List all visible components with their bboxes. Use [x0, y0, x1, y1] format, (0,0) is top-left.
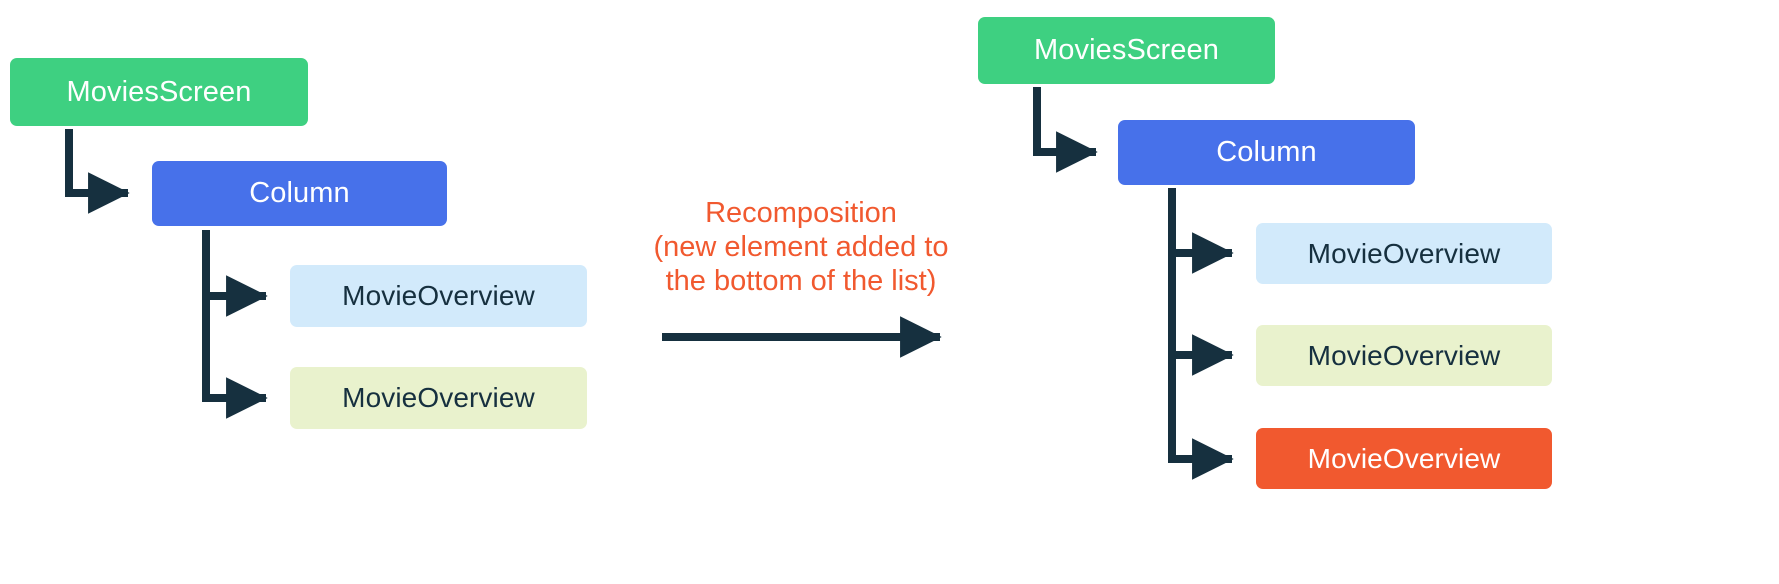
transition-caption-line-1: Recomposition: [705, 197, 897, 229]
after-node-movie-overview-2[interactable]: MovieOverview: [1256, 325, 1552, 386]
after-node-movie-overview-1[interactable]: MovieOverview: [1256, 223, 1552, 284]
transition-caption-line-3: the bottom of the list): [665, 265, 937, 298]
before-node-movie-overview-1-label: MovieOverview: [342, 280, 535, 311]
before-node-movie-overview-1[interactable]: MovieOverview: [290, 265, 587, 327]
connector-left-screen-to-column: [65, 129, 130, 214]
after-node-movies-screen-label: MoviesScreen: [1034, 34, 1219, 66]
connector-left-column-to-overview-1: [202, 230, 268, 317]
connector-left-column-trunk: [202, 296, 268, 419]
connector-right-column-to-overview-3: [1168, 355, 1234, 480]
after-node-movie-overview-3-label: MovieOverview: [1307, 442, 1501, 474]
after-node-movies-screen[interactable]: MoviesScreen: [978, 17, 1275, 84]
transition-caption: Recomposition (new element added to the …: [620, 196, 982, 299]
after-node-movie-overview-3[interactable]: MovieOverview: [1256, 428, 1552, 489]
connector-right-screen-to-column: [1033, 87, 1098, 173]
before-node-column-label: Column: [249, 177, 350, 209]
connector-right-column-to-overview-1: [1168, 188, 1234, 274]
before-node-movies-screen-label: MoviesScreen: [66, 75, 252, 108]
after-node-column-label: Column: [1216, 136, 1317, 168]
before-node-movie-overview-2-label: MovieOverview: [342, 382, 535, 413]
before-node-column[interactable]: Column: [152, 161, 447, 226]
connector-right-column-to-overview-2: [1168, 253, 1234, 376]
transition-caption-line-2: (new element added to: [653, 231, 949, 264]
before-node-movies-screen[interactable]: MoviesScreen: [10, 58, 308, 126]
after-node-movie-overview-2-label: MovieOverview: [1307, 339, 1501, 371]
before-node-movie-overview-2[interactable]: MovieOverview: [290, 367, 587, 429]
after-node-column[interactable]: Column: [1118, 120, 1415, 185]
after-node-movie-overview-1-label: MovieOverview: [1307, 237, 1501, 269]
